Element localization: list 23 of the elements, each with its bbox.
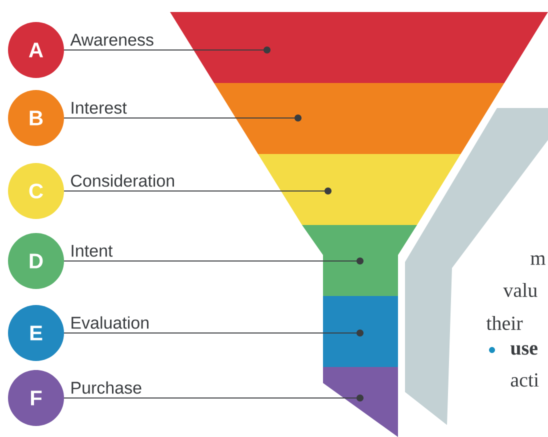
body-text: m <box>530 255 546 265</box>
funnel-band <box>214 83 504 154</box>
leader-line <box>64 394 364 402</box>
leader-line <box>64 330 364 336</box>
stage-label: Evaluation <box>72 316 148 329</box>
funnel-band <box>170 12 548 83</box>
funnel-band <box>258 154 461 225</box>
body-text: acti <box>510 373 539 387</box>
stage-label: Awareness <box>70 34 154 46</box>
body-text: use <box>510 345 538 355</box>
stage-label: Interest <box>72 102 127 114</box>
leader-line <box>64 46 271 54</box>
funnel-band <box>323 367 398 437</box>
leader-line <box>64 114 302 122</box>
stage-label: Purchase <box>72 381 142 394</box>
body-text: valu <box>503 282 538 298</box>
leader-line <box>64 258 364 264</box>
stage-label: Intent <box>72 244 113 257</box>
funnel-band <box>323 296 398 367</box>
leader-line <box>64 188 332 194</box>
stage-label: Consideration <box>71 174 174 187</box>
body-text: their <box>486 316 523 330</box>
funnel-band <box>302 225 417 296</box>
